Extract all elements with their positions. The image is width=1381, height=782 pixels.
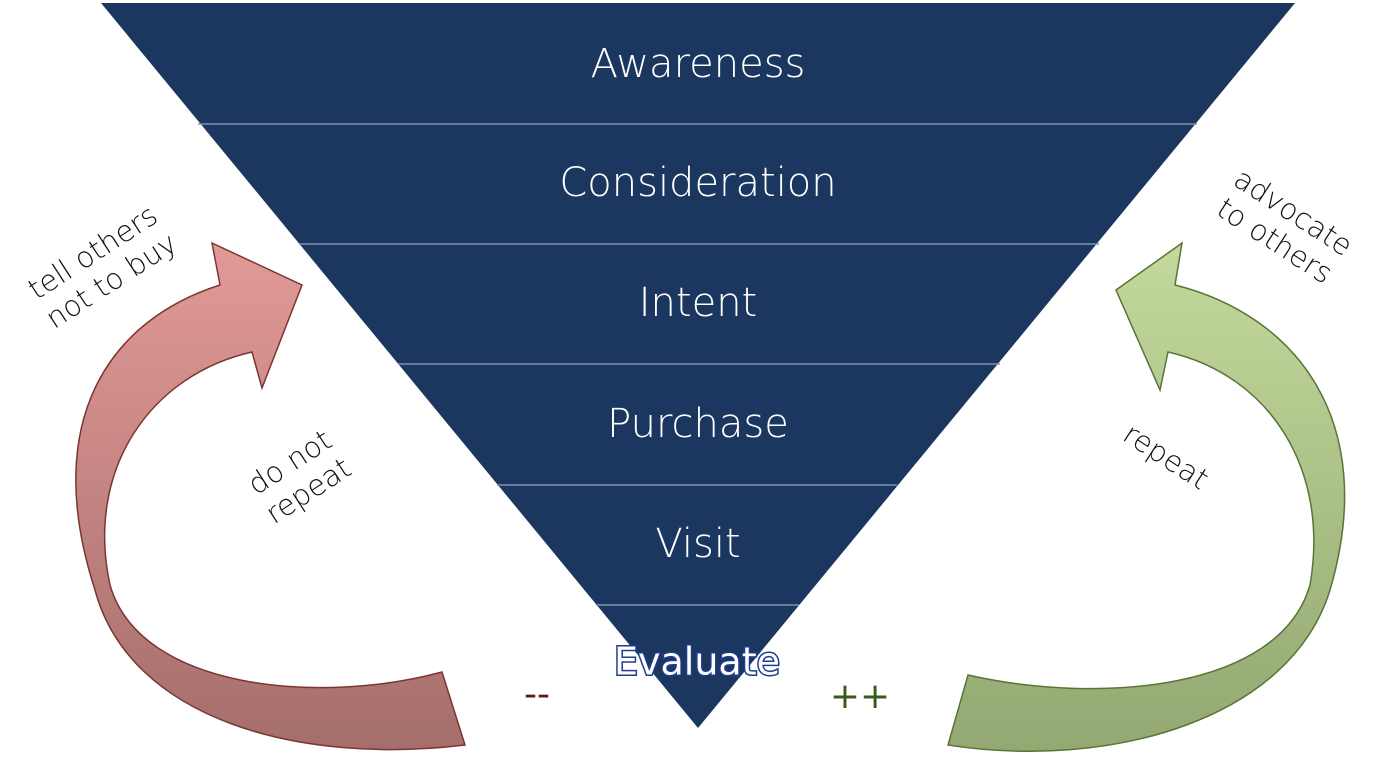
left-middle-label: do not repeat <box>241 423 357 531</box>
funnel: Awareness Consideration Intent Purchase … <box>101 3 1295 728</box>
positive-loop-arrow <box>947 241 1346 752</box>
right-middle-label: repeat <box>1117 416 1215 496</box>
stage-intent: Intent <box>639 280 757 326</box>
positive-sign: ++ <box>830 676 890 717</box>
funnel-body <box>101 3 1295 728</box>
positive-arrow-shape <box>947 241 1346 752</box>
right-top-label: advocate to others <box>1211 161 1359 290</box>
stage-visit: Visit <box>655 521 740 567</box>
stage-evaluate: Evaluate <box>614 640 780 684</box>
negative-sign: -- <box>524 674 550 715</box>
right-middle-label-text: repeat <box>1117 416 1215 496</box>
negative-arrow-shape <box>75 241 466 751</box>
stage-purchase: Purchase <box>607 401 789 447</box>
negative-loop-arrow <box>75 241 466 751</box>
stage-awareness: Awareness <box>591 41 806 87</box>
stage-consideration: Consideration <box>559 160 836 206</box>
